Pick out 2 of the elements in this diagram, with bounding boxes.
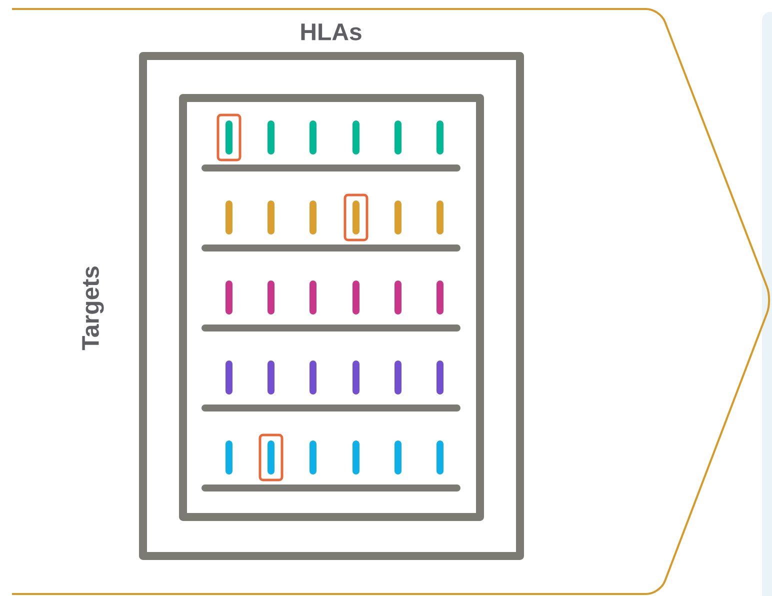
axis-title: Targets [82, 266, 104, 350]
axis-title: HLAs [301, 24, 362, 40]
